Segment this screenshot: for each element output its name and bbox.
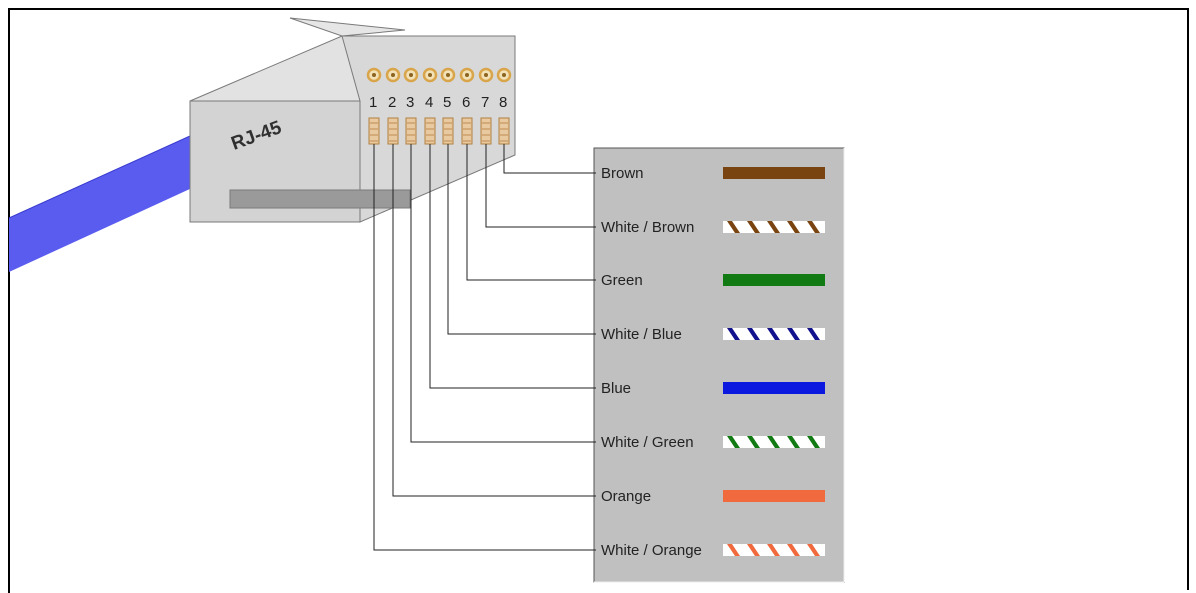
wire-swatches xyxy=(723,167,825,556)
diagram-border xyxy=(8,8,1189,593)
wire-label-white-orange: White / Orange xyxy=(601,542,702,559)
connection-lines xyxy=(373,144,596,551)
connection-line-blue xyxy=(429,144,596,389)
pin-contact-2 xyxy=(387,117,399,145)
wire-label-white-green: White / Green xyxy=(601,434,694,451)
pin-number-6: 6 xyxy=(462,94,470,111)
wire-swatch-white-blue xyxy=(723,328,825,340)
pin-number-4: 4 xyxy=(425,94,433,111)
wire-swatch-brown xyxy=(723,167,825,179)
pin-number-5: 5 xyxy=(443,94,451,111)
pin-hole-center-5 xyxy=(446,73,450,77)
pin-number-3: 3 xyxy=(406,94,414,111)
pin-number-1: 1 xyxy=(369,94,377,111)
pin-number-8: 8 xyxy=(499,94,507,111)
pin-hole-center-1 xyxy=(372,73,376,77)
wire-swatch-green xyxy=(723,274,825,286)
wire-labels: Brown White / Brown Green White / Blue B… xyxy=(601,165,702,559)
pin-hole-center-2 xyxy=(391,73,395,77)
pin-contact-1 xyxy=(368,117,380,145)
wire-swatch-orange xyxy=(723,490,825,502)
pin-contact-8 xyxy=(498,117,510,145)
pin-contact-3 xyxy=(405,117,417,145)
connection-line-white-orange xyxy=(373,144,596,551)
wire-label-green: Green xyxy=(601,272,643,289)
wire-swatch-white-brown xyxy=(723,221,825,233)
connection-line-brown xyxy=(503,144,596,174)
pin-contact-6 xyxy=(461,117,473,145)
connector-side-slot xyxy=(229,189,411,209)
pin-number-7: 7 xyxy=(481,94,489,111)
pin-hole-center-6 xyxy=(465,73,469,77)
pin-numbers: 1 2 3 4 5 6 7 8 xyxy=(369,94,507,111)
wire-label-blue: Blue xyxy=(601,380,631,397)
pin-contacts xyxy=(366,67,512,145)
wire-swatch-blue xyxy=(723,382,825,394)
connection-line-orange xyxy=(392,144,596,497)
wire-label-orange: Orange xyxy=(601,488,651,505)
pin-contact-4 xyxy=(424,117,436,145)
wire-swatch-white-green xyxy=(723,436,825,448)
pin-hole-center-8 xyxy=(502,73,506,77)
connection-line-white-brown xyxy=(485,144,596,228)
wire-label-white-brown: White / Brown xyxy=(601,219,694,236)
wire-label-white-blue: White / Blue xyxy=(601,326,682,343)
wire-swatch-white-orange xyxy=(723,544,825,556)
wire-label-brown: Brown xyxy=(601,165,644,182)
pin-hole-center-3 xyxy=(409,73,413,77)
pin-hole-center-7 xyxy=(484,73,488,77)
pin-hole-center-4 xyxy=(428,73,432,77)
connection-line-white-green xyxy=(410,144,596,443)
connection-line-green xyxy=(466,144,596,281)
legend-panel xyxy=(593,147,845,583)
pin-contact-5 xyxy=(442,117,454,145)
connection-line-white-blue xyxy=(447,144,596,335)
pin-number-2: 2 xyxy=(388,94,396,111)
cable-edge xyxy=(8,135,191,219)
cable xyxy=(9,136,205,272)
pin-contact-7 xyxy=(480,117,492,145)
connector-latch xyxy=(289,17,406,37)
